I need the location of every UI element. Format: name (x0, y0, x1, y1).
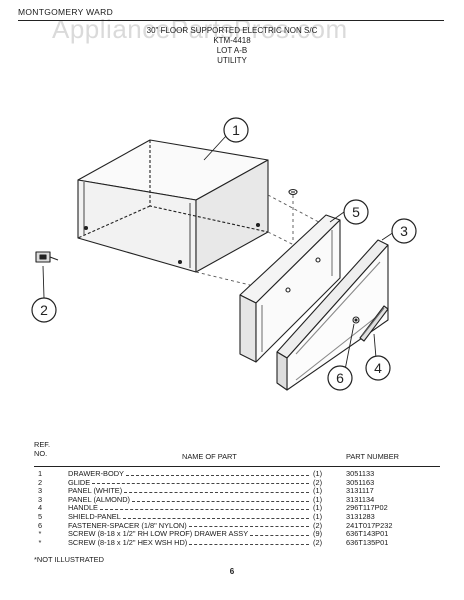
part-number-cell: 3051133 (346, 469, 375, 478)
part-name-cell: DRAWER-BODY (68, 469, 124, 478)
callout-5: 5 (343, 199, 369, 225)
ref-no-header: REF. NO. (34, 440, 51, 458)
part-number-cell: 241T017P232 (346, 520, 393, 530)
ref-cell: * (38, 537, 42, 547)
part-number-cell: 296T117P02 (346, 503, 388, 513)
dot-leader (189, 543, 309, 545)
part-name-cell: PANEL (ALMOND) (68, 494, 131, 504)
handle-illustration (359, 305, 389, 342)
part-number-cell: 3131117 (346, 486, 374, 496)
model-number: KTM-4418 (213, 36, 251, 45)
qty-cell: (2) (313, 477, 323, 487)
parts-rows: 1 DRAWER-BODY (1) 3051133 2 GLIDE (2) 30… (34, 469, 440, 548)
part-name-cell: PANEL (WHITE) (68, 486, 123, 496)
ref-cell: 5 (37, 511, 43, 521)
part-name-cell: SCREW (8-18 x 1/2" HEX WSH HD) (68, 537, 188, 547)
part-name-cell: SHIELD-PANEL (68, 511, 121, 521)
dot-leader (99, 509, 309, 511)
name-of-part-header: NAME OF PART (182, 452, 237, 461)
table-row: 6 FASTENER-SPACER (1/8" NYLON) (2) 241T0… (34, 520, 440, 531)
table-row: 4 HANDLE (1) 296T117P02 (34, 504, 440, 513)
page-title: 30" FLOOR SUPPORTED ELECTRIC NON S/C (146, 26, 318, 35)
qty-cell: (1) (313, 494, 323, 504)
callout-label: 5 (352, 204, 360, 220)
qty-cell: (9) (313, 529, 323, 539)
table-row: 2 GLIDE (2) 3051163 (34, 477, 440, 488)
callout-label: 1 (232, 122, 240, 138)
callout-6: 6 (327, 365, 353, 391)
dot-leader (188, 526, 309, 528)
qty-cell: (1) (313, 486, 323, 496)
table-row: 3 PANEL (ALMOND) (1) 3131134 (34, 494, 440, 505)
screw-illustration (288, 188, 298, 196)
part-number-cell: 3051163 (346, 477, 375, 487)
header-rule (18, 20, 444, 21)
front-panel-illustration (276, 239, 389, 391)
shield-panel-illustration (239, 214, 341, 363)
ref-cell: 4 (37, 503, 43, 513)
footnote: *NOT ILLUSTRATED (34, 555, 104, 564)
part-number-cell: 3131283 (346, 511, 375, 521)
glide-illustration (35, 251, 59, 263)
table-row: * SCREW (8-18 x 1/2" RH LOW PROF) DRAWER… (34, 530, 440, 539)
brand-label: MONTGOMERY WARD (18, 7, 114, 17)
watermark: AppliancePartsPros.com (52, 14, 348, 44)
part-number-cell: 636T143P01 (346, 529, 389, 539)
callout-label: 3 (400, 223, 408, 239)
part-number-header: PART NUMBER (346, 452, 399, 461)
parts-table: REF. NO. NAME OF PART PART NUMBER 1 DRAW… (34, 440, 440, 547)
part-name-cell: FASTENER-SPACER (1/8" NYLON) (68, 520, 187, 530)
ref-cell: 1 (37, 469, 43, 478)
part-number-cell: 3131134 (346, 494, 375, 504)
callout-1: 1 (223, 117, 249, 143)
dot-leader (92, 483, 309, 485)
callout-label: 6 (336, 370, 344, 386)
parts-table-header: REF. NO. NAME OF PART PART NUMBER (34, 440, 440, 467)
ref-cell: 3 (37, 486, 43, 496)
exploded-parts-diagram: 1 2 3 4 5 6 (31, 117, 417, 391)
page-number: 6 (229, 567, 235, 576)
part-number-cell: 636T135P01 (346, 537, 389, 547)
part-name-cell: SCREW (8-18 x 1/2" RH LOW PROF) DRAWER A… (68, 529, 249, 539)
callout-label: 4 (374, 360, 382, 376)
part-name-cell: HANDLE (68, 503, 98, 513)
callout-3: 3 (391, 218, 417, 244)
ref-cell: 6 (37, 520, 43, 530)
dot-leader (250, 534, 309, 536)
qty-cell: (2) (313, 520, 323, 530)
dot-leader (124, 491, 309, 493)
callout-label: 2 (40, 302, 48, 318)
part-name-cell: GLIDE (68, 477, 91, 487)
qty-cell: (1) (313, 469, 323, 478)
table-row: * SCREW (8-18 x 1/2" HEX WSH HD) (2) 636… (34, 537, 440, 548)
table-row: 3 PANEL (WHITE) (1) 3131117 (34, 487, 440, 496)
callout-4: 4 (365, 355, 391, 381)
callout-2: 2 (31, 297, 57, 323)
ref-cell: 3 (37, 494, 43, 504)
lot-label: LOT A-B (216, 46, 248, 55)
fastener-spacer-illustration (352, 316, 360, 324)
qty-cell: (1) (313, 503, 323, 513)
section-label: UTILITY (217, 56, 247, 65)
ref-cell: * (38, 529, 42, 539)
dot-leader (132, 500, 309, 502)
table-row: 5 SHIELD-PANEL (1) 3131283 (34, 511, 440, 522)
dot-leader (122, 517, 309, 519)
qty-cell: (1) (313, 511, 323, 521)
table-row: 1 DRAWER-BODY (1) 3051133 (34, 469, 440, 479)
drawer-body-illustration (77, 139, 269, 273)
dot-leader (125, 474, 309, 476)
qty-cell: (2) (313, 537, 323, 547)
ref-cell: 2 (37, 477, 43, 487)
